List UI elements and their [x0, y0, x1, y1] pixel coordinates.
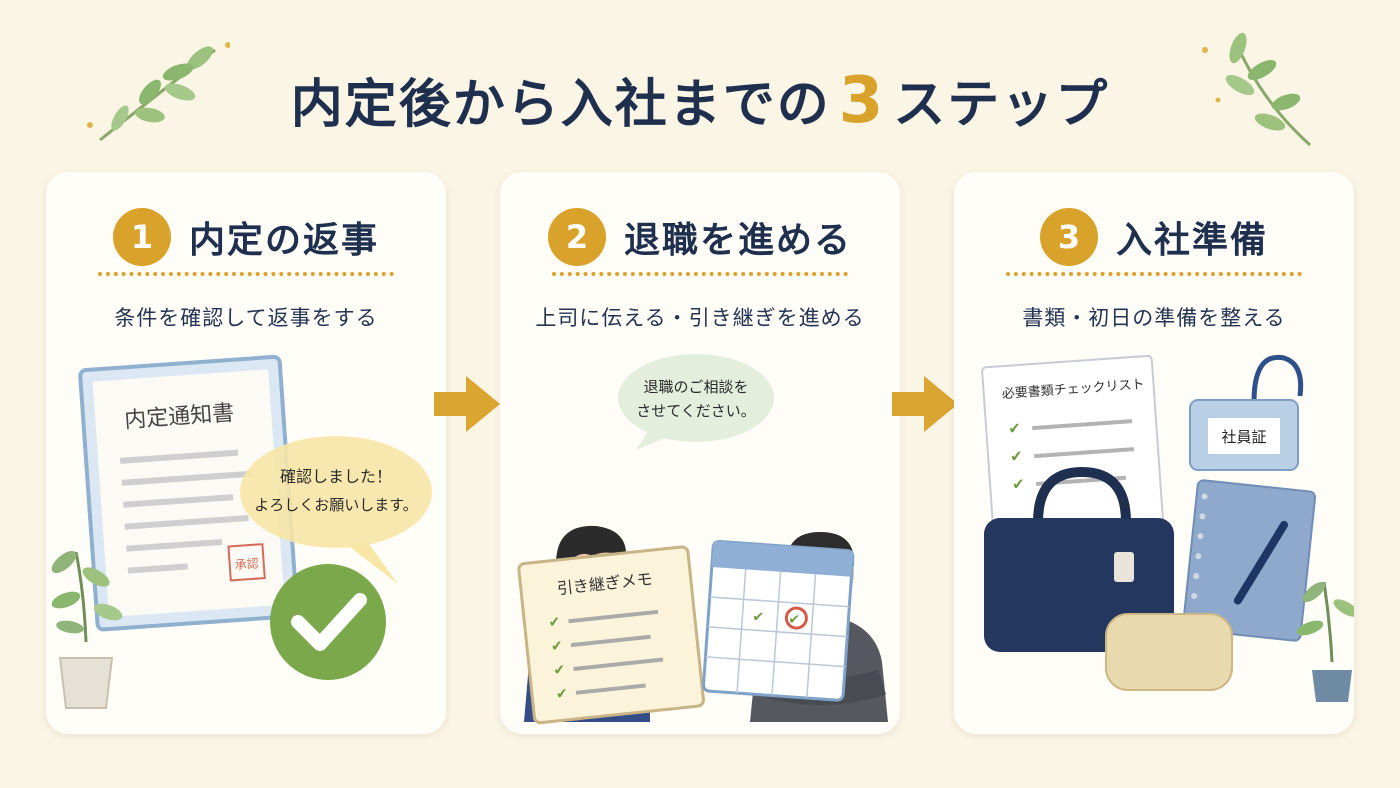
handover-memo: 引き継ぎメモ ✔ ✔ ✔ ✔: [517, 545, 705, 725]
step-title: 内定の返事: [188, 220, 379, 261]
onboarding-illustration: 必要書類チェックリスト ✔ ✔ ✔ 社員証: [981, 354, 1354, 702]
checkmark-icon: ✔: [553, 662, 566, 679]
step-title: 退職を進める: [623, 220, 852, 261]
pen-pouch-icon: [1105, 613, 1233, 691]
checkmark-icon: ✔: [555, 686, 568, 703]
checkmark-icon: ✔: [1008, 419, 1022, 438]
potted-plant-icon: [51, 550, 123, 709]
calendar-icon: ✔ ✔: [702, 540, 855, 702]
step-header: 1 内定の返事: [46, 208, 446, 266]
leaf-sprig-icon: [87, 42, 230, 142]
step-subtitle: 上司に伝える・引き継ぎを進める: [535, 306, 865, 330]
bubble-line-2: させてください。: [636, 402, 756, 420]
arrow-right-icon: [892, 376, 958, 432]
speech-bubble: 退職のご相談を させてください。: [618, 354, 774, 450]
step-title: 入社準備: [1115, 220, 1268, 261]
title-text-suffix: ステップ: [893, 75, 1110, 135]
step-card-2: 2 退職を進める 上司に伝える・引き継ぎを進める 退職のご相談を させてください…: [500, 172, 900, 734]
step-number-badge: 2: [547, 208, 606, 266]
document-icon: 内定通知書 承認: [78, 354, 300, 632]
title-text: 内定後から入社までの: [290, 75, 831, 135]
bubble-line-2: よろしくお願いします。: [254, 496, 418, 514]
notebook-icon: [1182, 479, 1317, 642]
step-header: 3 入社準備: [954, 208, 1354, 266]
leaf-sprig-icon: [1202, 32, 1312, 147]
step-subtitle: 書類・初日の準備を整える: [1022, 306, 1286, 330]
checkmark-icon: ✔: [548, 614, 561, 631]
step-card-3: 3 入社準備 書類・初日の準備を整える 必要書類チェックリスト ✔ ✔ ✔ 社員…: [954, 172, 1354, 734]
title-number: 3: [838, 64, 886, 138]
step-number-badge: 3: [1039, 208, 1098, 266]
dotted-divider: [98, 272, 394, 276]
checkmark-icon: ✔: [1012, 475, 1026, 494]
potted-plant-icon: [1296, 581, 1354, 702]
step-number-badge: 1: [112, 208, 171, 266]
resignation-illustration: 退職のご相談を させてください。 引き継ぎメモ ✔ ✔ ✔ ✔: [517, 354, 888, 725]
dotted-divider: [552, 272, 848, 276]
arrow-right-icon: [434, 376, 500, 432]
stamp-text: 承認: [234, 555, 259, 572]
svg-text:✔: ✔: [752, 609, 765, 626]
bubble-line-1: 退職のご相談を: [643, 378, 748, 396]
employee-id-badge: 社員証: [1189, 354, 1304, 471]
dotted-divider: [1006, 272, 1302, 276]
badge-text: 社員証: [1221, 428, 1266, 446]
step-card-1: 1 内定の返事 条件を確認して返事をする 内定通知書 承認 確認しました！ よろ…: [46, 172, 446, 734]
checkmark-icon: ✔: [550, 638, 563, 655]
checkmark-icon: ✔: [1010, 447, 1024, 466]
step-header: 2 退職を進める: [500, 208, 900, 266]
svg-text:✔: ✔: [788, 612, 801, 629]
speech-bubble: 確認しました！ よろしくお願いします。: [240, 436, 432, 584]
offer-letter-illustration: 内定通知書 承認 確認しました！ よろしくお願いします。: [51, 354, 432, 709]
step-subtitle: 条件を確認して返事をする: [114, 306, 378, 330]
bubble-line-1: 確認しました！: [280, 467, 392, 486]
checkmark-icon: [270, 564, 386, 680]
